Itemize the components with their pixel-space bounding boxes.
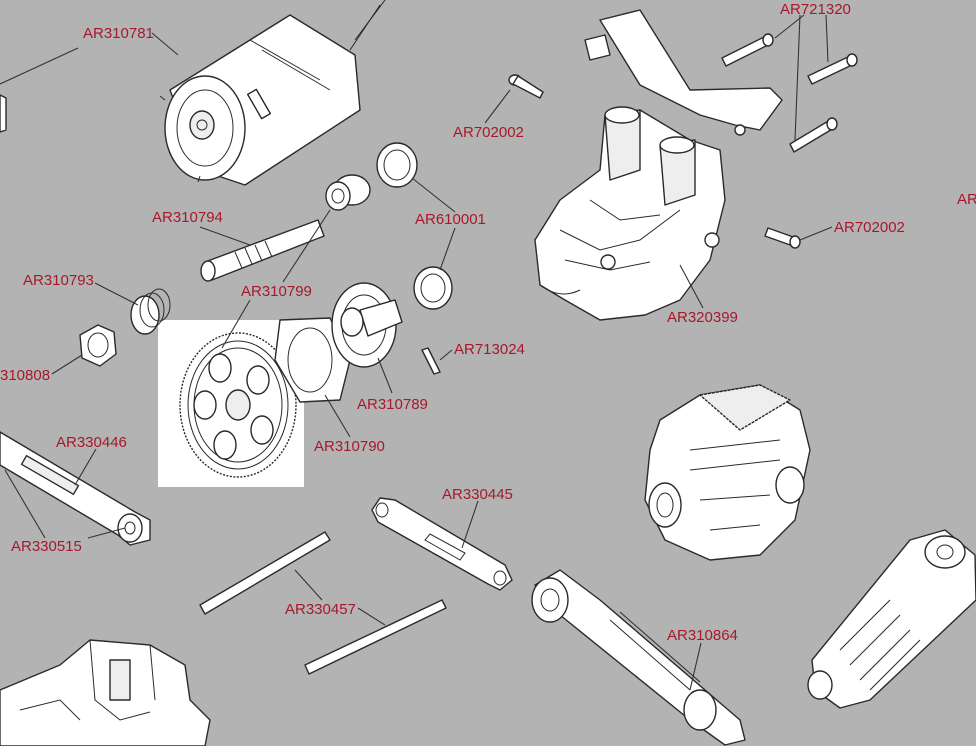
- label-ar310808: 310808: [0, 367, 50, 384]
- label-ar702002-right: AR702002: [834, 219, 905, 236]
- part-bearing-lower[interactable]: [413, 266, 453, 310]
- part-pins-ar721320[interactable]: [721, 33, 858, 153]
- label-ar721320: AR721320: [780, 1, 851, 18]
- part-screw-ar702002-right[interactable]: [764, 227, 801, 249]
- label-ar330446: AR330446: [56, 434, 127, 451]
- label-edge-right: AR: [957, 191, 976, 208]
- part-driveshaft-ar310864[interactable]: [531, 569, 746, 746]
- label-ar310864: AR310864: [667, 627, 738, 644]
- part-differential[interactable]: [644, 384, 811, 561]
- label-ar702002-top: AR702002: [453, 124, 524, 141]
- part-slipper-plate-ar310790[interactable]: [274, 317, 351, 403]
- label-ar320399: AR320399: [667, 309, 738, 326]
- part-labels: AR310781 AR721320 AR702002 AR610001 AR31…: [0, 1, 976, 644]
- part-screw-ar702002-top[interactable]: [508, 74, 544, 99]
- part-edge-bracket: [0, 47, 79, 133]
- label-ar330457: AR330457: [285, 601, 356, 618]
- label-ar310794: AR310794: [152, 209, 223, 226]
- part-hub-ar310799[interactable]: [325, 174, 371, 211]
- label-ar310790: AR310790: [314, 438, 385, 455]
- label-ar330515: AR330515: [11, 538, 82, 555]
- label-ar310799: AR310799: [241, 283, 312, 300]
- part-spring-ar310793[interactable]: [130, 288, 171, 335]
- part-pin-ar713024[interactable]: [421, 347, 441, 375]
- label-ar713024: AR713024: [454, 341, 525, 358]
- label-ar310781: AR310781: [83, 25, 154, 42]
- label-ar330445: AR330445: [442, 486, 513, 503]
- label-ar610001: AR610001: [415, 211, 486, 228]
- leader-lines: [4, 14, 833, 691]
- label-ar310789: AR310789: [357, 396, 428, 413]
- part-shock[interactable]: [807, 529, 976, 709]
- part-bearing-upper[interactable]: [376, 142, 418, 188]
- part-link-ar330445[interactable]: [371, 497, 513, 591]
- part-shaft-ar310794[interactable]: [200, 219, 325, 282]
- part-rod-ar330457-lower[interactable]: [304, 599, 447, 675]
- part-slipper-ar310789[interactable]: [331, 282, 403, 368]
- part-nut-ar310808[interactable]: [79, 324, 117, 367]
- part-rod-ar330457-upper[interactable]: [199, 531, 331, 615]
- label-ar310793: AR310793: [23, 272, 94, 289]
- part-bulkhead[interactable]: [534, 9, 783, 321]
- part-motor[interactable]: [159, 0, 386, 186]
- part-chassis[interactable]: [0, 639, 211, 746]
- part-spur-gear[interactable]: [179, 332, 297, 478]
